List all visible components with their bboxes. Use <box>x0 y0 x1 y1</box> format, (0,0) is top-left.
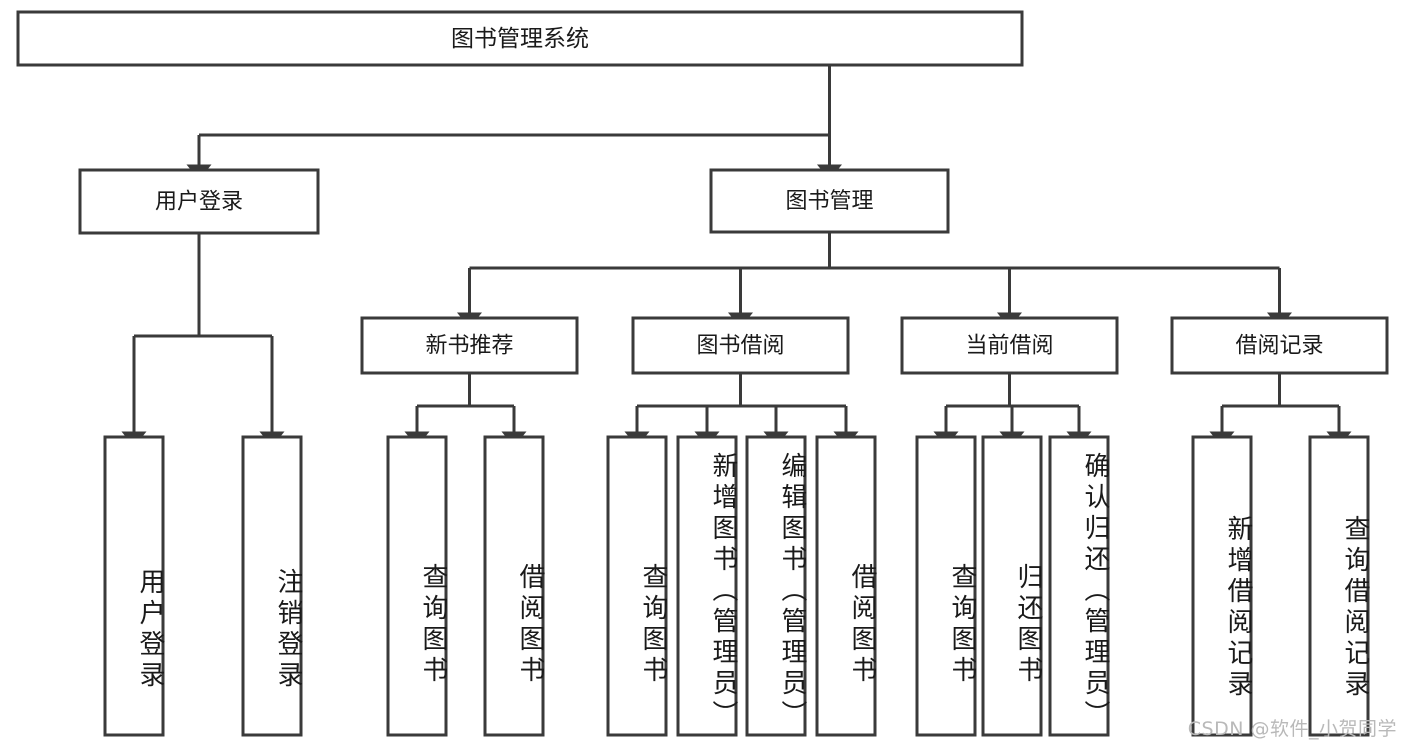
node-borrow-record[interactable]: 借阅记录 <box>1170 316 1389 375</box>
node-label-root: 图书管理系统 <box>451 26 589 52</box>
node-leaf-user-login[interactable] <box>103 435 165 737</box>
connector-lines <box>121 65 1352 447</box>
node-box-new-book-recommend[interactable] <box>360 316 579 375</box>
watermark-text: CSDN @软件_小贺同学 <box>1187 718 1397 740</box>
node-box-leaf-query-book-1[interactable] <box>386 435 448 737</box>
node-leaf-query-book-1[interactable] <box>386 435 448 737</box>
node-box-leaf-add-borrow-record[interactable] <box>1191 435 1253 737</box>
node-box-leaf-query-borrow-record[interactable] <box>1308 435 1370 737</box>
node-box-leaf-borrow-book-1[interactable] <box>483 435 545 737</box>
node-label-book-manage: 图书管理 <box>785 189 873 214</box>
node-root[interactable]: 图书管理系统 <box>16 10 1024 67</box>
node-label-user-login: 用户登录 <box>155 190 243 215</box>
node-new-book-recommend[interactable]: 新书推荐 <box>360 316 579 375</box>
node-current-borrow[interactable]: 当前借阅 <box>900 316 1119 375</box>
node-box-leaf-add-book-admin[interactable] <box>676 435 738 737</box>
node-box-leaf-query-book-3[interactable] <box>915 435 977 737</box>
node-box-leaf-user-logout[interactable] <box>241 435 303 737</box>
node-label-book-borrow: 图书借阅 <box>696 334 784 359</box>
node-book-borrow[interactable]: 图书借阅 <box>631 316 850 375</box>
node-leaf-query-book-3[interactable] <box>915 435 977 737</box>
node-leaf-borrow-book-1[interactable] <box>483 435 545 737</box>
node-box-borrow-record[interactable] <box>1170 316 1389 375</box>
node-box-root[interactable] <box>16 10 1024 67</box>
node-box-current-borrow[interactable] <box>900 316 1119 375</box>
node-box-leaf-query-book-2[interactable] <box>606 435 668 737</box>
node-label-new-book-recommend: 新书推荐 <box>425 334 513 359</box>
node-box-leaf-borrow-book-2[interactable] <box>815 435 877 737</box>
node-box-book-manage[interactable] <box>709 168 950 234</box>
node-box-leaf-confirm-return-admin[interactable] <box>1048 435 1110 737</box>
node-leaf-add-borrow-record[interactable] <box>1191 435 1253 737</box>
node-leaf-confirm-return-admin[interactable] <box>1048 435 1110 737</box>
node-box-book-borrow[interactable] <box>631 316 850 375</box>
node-leaf-query-borrow-record[interactable] <box>1308 435 1370 737</box>
node-leaf-query-book-2[interactable] <box>606 435 668 737</box>
node-box-leaf-return-book[interactable] <box>981 435 1043 737</box>
node-leaf-user-logout[interactable] <box>241 435 303 737</box>
node-box-leaf-edit-book-admin[interactable] <box>745 435 807 737</box>
node-box-leaf-user-login[interactable] <box>103 435 165 737</box>
node-leaf-return-book[interactable] <box>981 435 1043 737</box>
node-box-user-login[interactable] <box>78 168 320 235</box>
node-leaf-edit-book-admin[interactable] <box>745 435 807 737</box>
node-label-current-borrow: 当前借阅 <box>965 334 1053 359</box>
node-user-login[interactable]: 用户登录 <box>78 168 320 235</box>
node-label-borrow-record: 借阅记录 <box>1235 334 1323 359</box>
node-leaf-add-book-admin[interactable] <box>676 435 738 737</box>
node-book-manage[interactable]: 图书管理 <box>709 168 950 234</box>
node-leaf-borrow-book-2[interactable] <box>815 435 877 737</box>
